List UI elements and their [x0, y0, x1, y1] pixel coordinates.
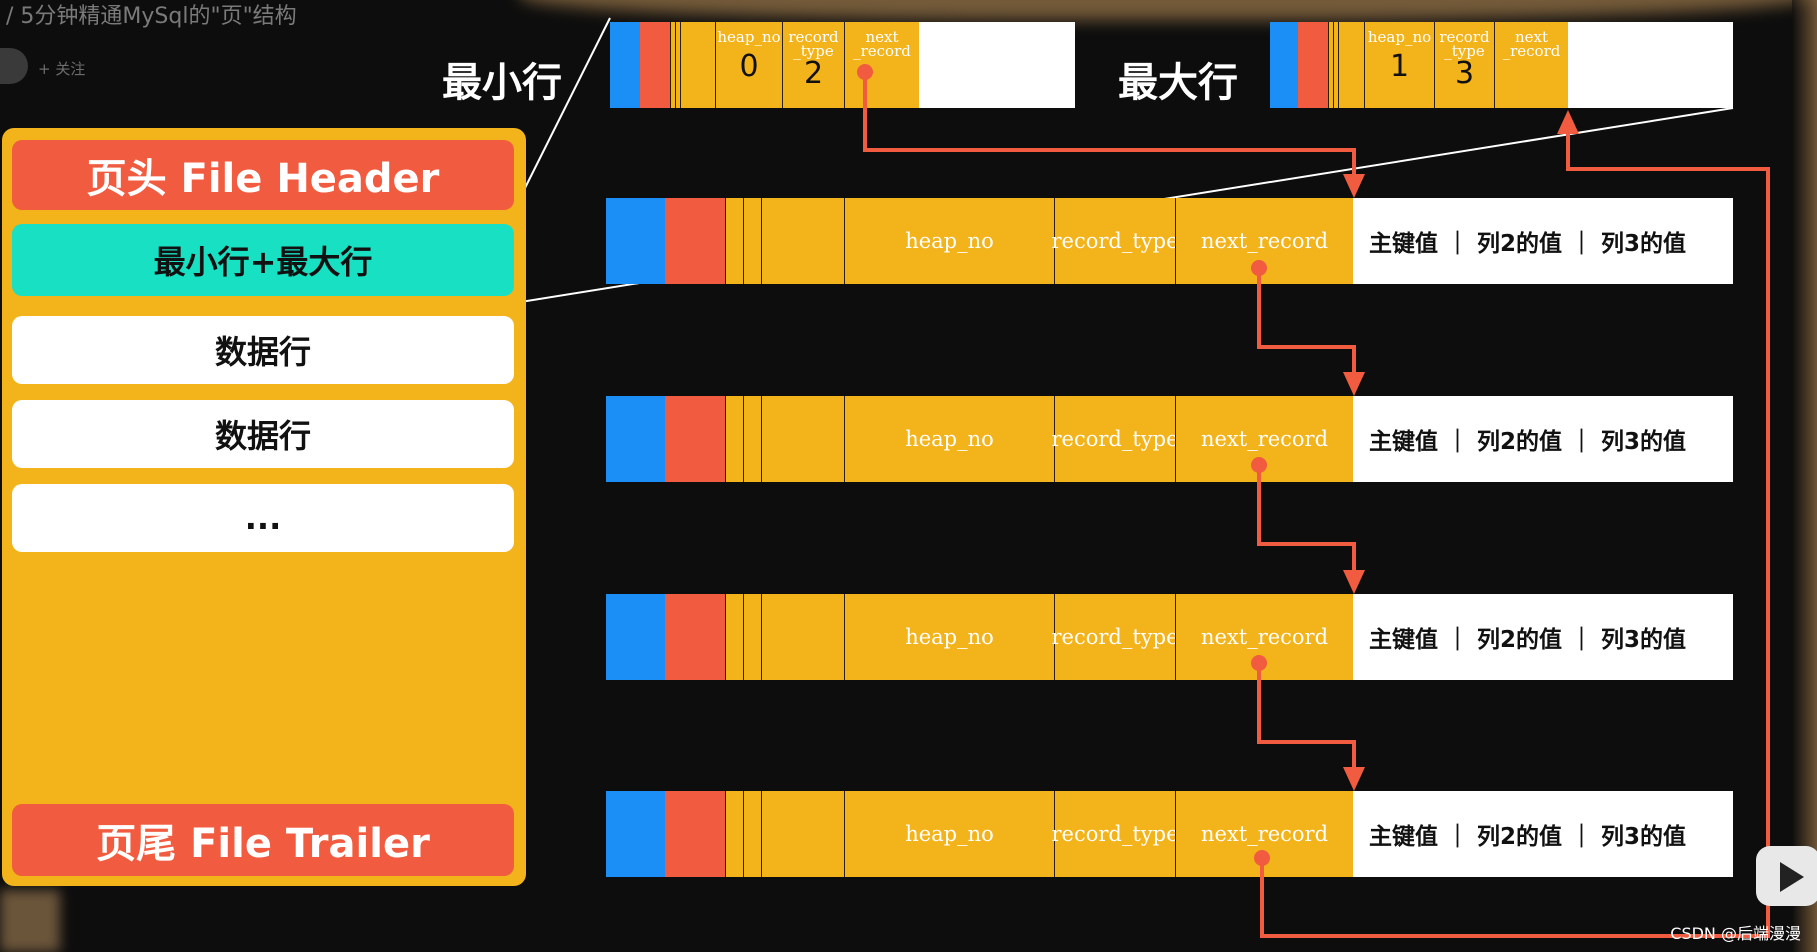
arrow-head [1343, 372, 1365, 396]
arrow-head [1343, 570, 1365, 594]
pointer-dot [1254, 850, 1270, 866]
watermark: CSDN @后端漫漫 [1670, 920, 1801, 944]
pointer-dot [1251, 457, 1267, 473]
pointer-dot [1251, 260, 1267, 276]
arrow-head [1343, 767, 1365, 791]
pointer-arrow [1259, 268, 1354, 378]
pointer-arrow [865, 72, 1354, 180]
pointer-dot [857, 64, 873, 80]
pointer-arrow [1259, 465, 1354, 576]
arrow-head [1557, 110, 1579, 134]
pointer-dot [1251, 655, 1267, 671]
arrow-head [1343, 174, 1365, 198]
pointer-arrow [1259, 663, 1354, 773]
pointer-arrow [1262, 128, 1768, 936]
play-icon[interactable] [1780, 862, 1804, 892]
